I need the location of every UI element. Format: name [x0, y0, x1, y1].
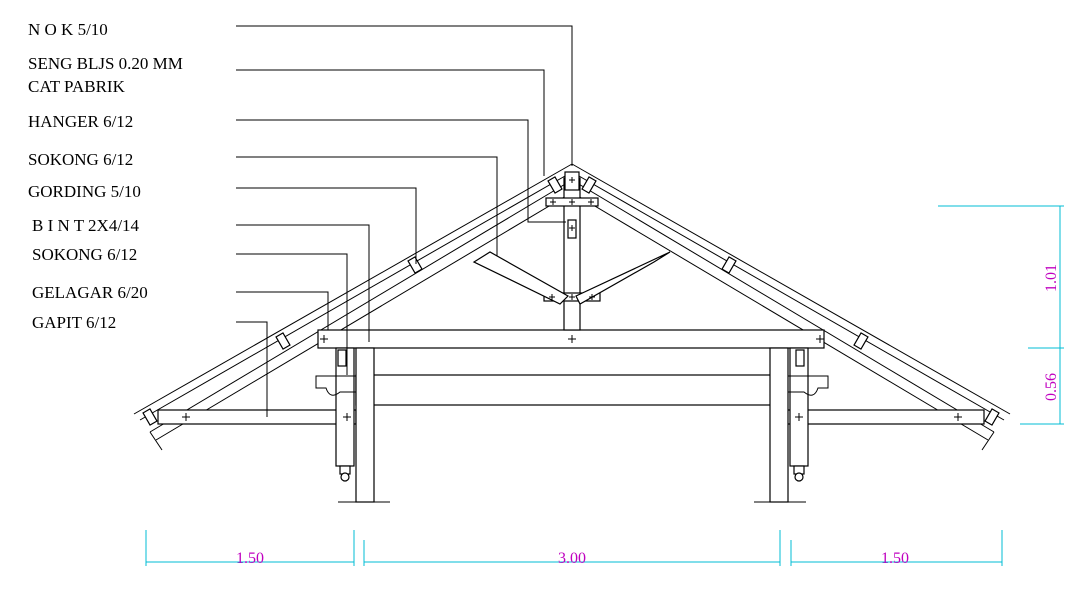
column-right-inner [769, 347, 789, 503]
component-labels: N O K 5/10 SENG BLJS 0.20 MM CAT PABRIK … [28, 20, 183, 332]
label-sokong-bottom: SOKONG 6/12 [32, 245, 137, 264]
sokong-right [575, 251, 671, 305]
vertical-dimensions: 1.01 0.56 [938, 205, 1064, 425]
column-left-inner [355, 347, 375, 503]
leader-lines [236, 25, 573, 417]
label-sokong-top: SOKONG 6/12 [28, 150, 133, 169]
roof-truss [133, 163, 1011, 503]
label-hanger: HANGER 6/12 [28, 112, 133, 131]
label-gelagar: GELAGAR 6/20 [32, 283, 148, 302]
label-nok: N O K 5/10 [28, 20, 108, 39]
gelagar-beam [355, 374, 787, 406]
bolts [182, 177, 962, 421]
bracket-left [315, 375, 357, 396]
dim-lower-height: 0.56 [1043, 373, 1060, 401]
label-gording: GORDING 5/10 [28, 182, 141, 201]
sokong-left [472, 251, 569, 305]
gording-purlins [142, 176, 1000, 426]
dim-center-span: 3.00 [558, 550, 586, 567]
label-gapit: GAPIT 6/12 [32, 313, 116, 332]
dim-upper-height: 1.01 [1043, 264, 1060, 292]
label-seng: SENG BLJS 0.20 MM [28, 54, 183, 73]
dim-right-span: 1.50 [881, 550, 909, 567]
horizontal-dimensions: 1.50 3.00 1.50 [145, 530, 1003, 567]
dim-left-span: 1.50 [236, 550, 264, 567]
bracket-right [787, 375, 829, 396]
label-bint: B I N T 2X4/14 [32, 216, 140, 235]
label-cat-pabrik: CAT PABRIK [28, 77, 126, 96]
